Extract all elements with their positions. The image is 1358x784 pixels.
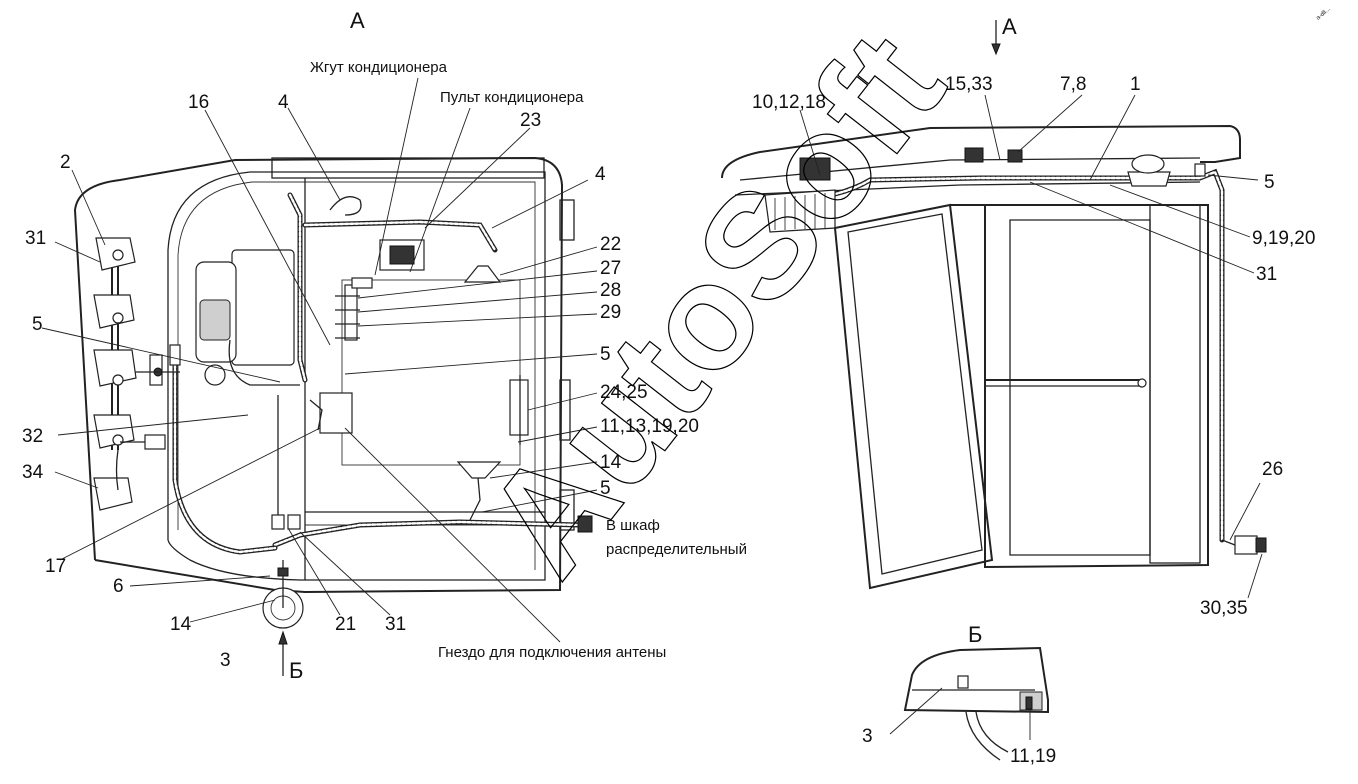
speaker-upper <box>463 265 502 283</box>
connector-32 <box>144 434 166 450</box>
view-titles: А А Б Б <box>289 8 1017 683</box>
caption-harness: Жгут кондиционера <box>310 59 448 76</box>
left-labels: 16 4 23 4 2 31 22 27 28 29 5 5 24,25 11,… <box>22 92 699 671</box>
label-7-8: 7,8 <box>1060 74 1086 95</box>
open-door <box>833 203 994 590</box>
view-title-b: Б <box>968 622 982 647</box>
switch-block <box>309 392 353 434</box>
label-28: 28 <box>600 280 621 301</box>
roof-beacon <box>1127 154 1171 187</box>
label-4a: 4 <box>278 92 289 113</box>
label-14b: 14 <box>170 614 192 635</box>
right-labels: 10,12,18 15,33 7,8 1 5 9,19,20 31 26 30,… <box>752 74 1315 619</box>
label-5a: 5 <box>32 314 43 335</box>
label-26: 26 <box>1262 459 1283 480</box>
label-2: 2 <box>60 152 71 173</box>
roof-rail <box>271 157 545 179</box>
headlight-bar <box>93 237 137 511</box>
cab-inner-frame <box>167 171 546 581</box>
label-5b: 5 <box>600 344 611 365</box>
connector-stack <box>335 277 373 341</box>
captions: Жгут кондиционера Пульт кондиционера В ш… <box>310 59 747 661</box>
label-31a: 31 <box>25 228 46 249</box>
label-5c: 5 <box>600 478 611 499</box>
label-6: 6 <box>113 576 124 597</box>
detail-labels: 3 11,19 <box>862 726 1056 767</box>
mirror-bracket <box>135 344 181 386</box>
caption-panel: Пульт кондиционера <box>440 89 584 106</box>
corner-mark: a-dll... <box>1315 6 1332 21</box>
label-1: 1 <box>1130 74 1141 95</box>
label-29: 29 <box>600 302 621 323</box>
label-24-25: 24,25 <box>600 382 648 403</box>
cabinet-connector <box>577 515 593 533</box>
roof-part-7 <box>1007 149 1023 163</box>
label-14a: 14 <box>600 452 622 473</box>
label-21: 21 <box>335 614 356 635</box>
view-title-a: А <box>350 8 365 33</box>
control-panel <box>379 239 425 271</box>
label-5: 5 <box>1264 172 1275 193</box>
view-arrow-b: Б <box>289 658 303 683</box>
rear-window <box>341 279 521 466</box>
label-23: 23 <box>520 110 541 131</box>
label-32: 32 <box>22 426 43 447</box>
relay-block <box>509 375 529 445</box>
label-15-33: 15,33 <box>945 74 993 95</box>
rear-connector <box>1234 535 1267 555</box>
label-30-35: 30,35 <box>1200 598 1248 619</box>
caption-antenna: Гнездо для подключения антены <box>438 644 666 661</box>
label-10-12-18: 10,12,18 <box>752 92 826 113</box>
speaker-lower <box>456 461 502 479</box>
roof-part-15 <box>964 147 984 163</box>
label-3: 3 <box>220 650 231 671</box>
label-9-19-20: 9,19,20 <box>1252 228 1315 249</box>
antenna-base <box>262 560 304 629</box>
left-view <box>73 156 593 676</box>
left-leaders <box>41 77 598 643</box>
label-4b: 4 <box>595 164 606 185</box>
caption-cabinet-1: В шкаф <box>606 517 660 534</box>
label-31b: 31 <box>385 614 406 635</box>
cab-side <box>950 204 1209 569</box>
label-17: 17 <box>45 556 66 577</box>
roof-outline <box>721 124 1241 179</box>
label-31: 31 <box>1256 264 1277 285</box>
label-27: 27 <box>600 258 621 279</box>
right-view <box>721 20 1267 590</box>
label-22: 22 <box>600 234 621 255</box>
label-34: 34 <box>22 462 44 483</box>
label-detail-11-19: 11,19 <box>1010 746 1056 767</box>
right-leaders <box>799 94 1263 599</box>
caption-cabinet-2: распределительный <box>606 541 747 558</box>
label-detail-3: 3 <box>862 726 873 747</box>
air-conditioner-unit <box>195 249 295 386</box>
label-16: 16 <box>188 92 209 113</box>
detail-view <box>889 646 1049 761</box>
label-11-13-19-20: 11,13,19,20 <box>600 416 699 437</box>
view-arrow-a: А <box>1002 14 1017 39</box>
